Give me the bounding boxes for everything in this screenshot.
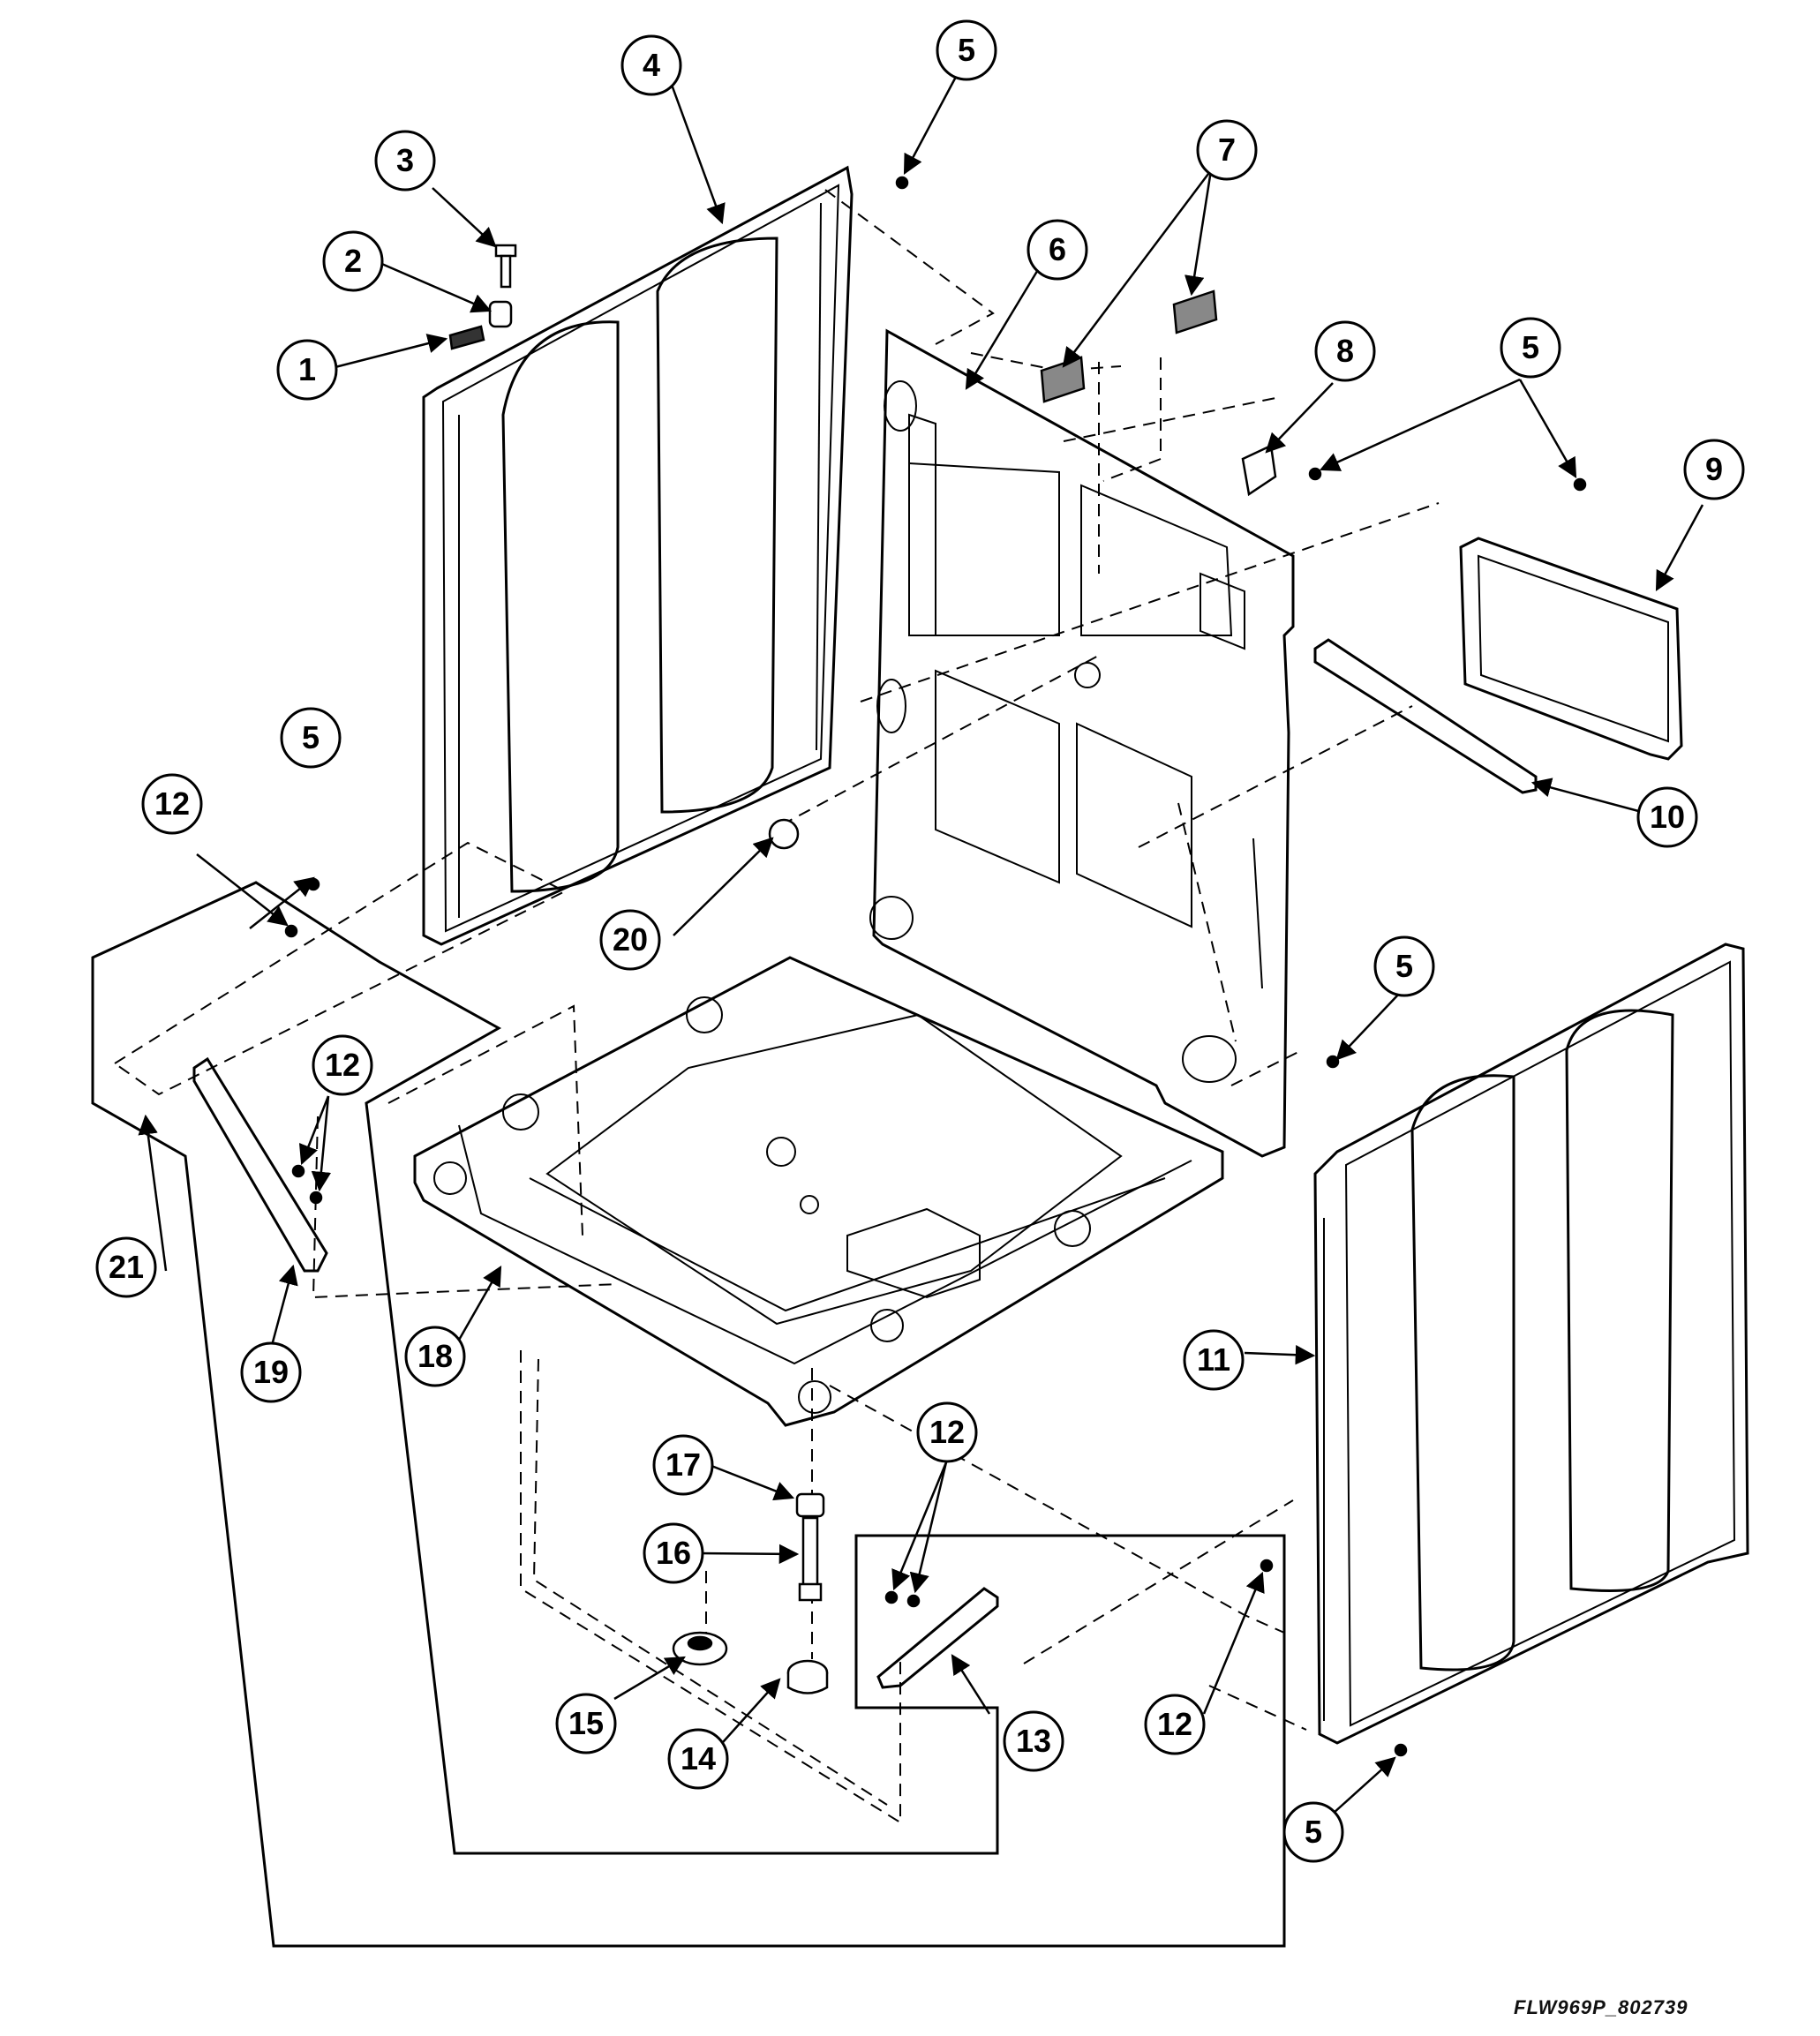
callout-circle [643,1522,704,1584]
callout-c5b: 5 [1500,317,1561,379]
callout-c6: 6 [1027,219,1088,281]
callout-number: 14 [681,1740,716,1777]
callout-number: 8 [1336,333,1354,369]
callout-c14: 14 [667,1728,729,1790]
callout-circle [374,130,436,192]
callout-number: 18 [417,1338,453,1374]
callout-c5a: 5 [936,19,997,81]
callout-circle [599,909,661,971]
callout-c20: 20 [599,909,661,971]
callout-number: 12 [929,1414,965,1450]
callout-number: 12 [1157,1706,1192,1742]
callout-number: 9 [1705,451,1723,487]
callout-circle [1183,1329,1245,1391]
callout-c13: 13 [1003,1710,1064,1772]
callout-c12b: 12 [312,1034,373,1096]
callout-c16: 16 [643,1522,704,1584]
bracket-part-13 [876,1587,999,1689]
callout-circle [1196,119,1258,181]
callout-circle [916,1401,978,1463]
callout-circle [1314,320,1376,382]
callout-number: 10 [1650,799,1685,835]
callout-c9: 9 [1683,439,1745,500]
callout-circle [312,1034,373,1096]
strip-part-10 [1313,638,1538,794]
callout-circle [141,773,203,835]
alignment-dashed-lines [113,189,1440,1824]
callout-c5c: 5 [280,707,342,769]
bracket-part-19 [192,1056,328,1273]
callout-c12a: 12 [141,773,203,835]
callout-number: 4 [643,47,660,83]
callout-number: 5 [302,719,320,755]
callout-circle [95,1236,157,1298]
callout-circle [620,34,682,96]
callout-c7: 7 [1196,119,1258,181]
callout-circle [1027,219,1088,281]
access-panel-part-9 [1459,537,1683,761]
callout-number: 2 [344,243,362,279]
callout-circle [1636,786,1698,848]
callout-number: 15 [568,1705,604,1741]
callout-circle [240,1341,302,1403]
callout-c17: 17 [652,1434,714,1496]
callout-circle [276,339,338,401]
drawing-id: FLW969P_802739 [1514,1996,1688,2018]
callout-number: 12 [154,785,190,822]
callout-c8: 8 [1314,320,1376,382]
callout-circle [1144,1694,1206,1755]
callout-number: 13 [1016,1723,1051,1759]
callout-c1: 1 [276,339,338,401]
rear-panel-part-6 [869,328,1295,1158]
callout-c3: 3 [374,130,436,192]
small-hardware-parts [284,176,1587,1757]
callout-c2: 2 [322,230,384,292]
callout-circle [936,19,997,81]
callout-circle [1282,1801,1344,1863]
callout-number: 7 [1218,131,1236,168]
callout-circle [652,1434,714,1496]
callout-number: 11 [1197,1341,1230,1378]
callout-number: 3 [396,142,414,178]
callout-number: 5 [958,32,975,68]
callout-c11: 11 [1183,1329,1245,1391]
callout-circle [1003,1710,1064,1772]
leader-arrows [138,76,1704,1814]
callout-number: 17 [666,1446,701,1483]
callout-c19: 19 [240,1341,302,1403]
callout-number: 5 [1395,948,1413,984]
callout-c12d: 12 [1144,1694,1206,1755]
side-panel-part-11 [1313,943,1749,1745]
callout-circle [555,1693,617,1754]
callout-circle [1373,935,1435,997]
side-panel-part-4 [422,165,854,946]
callout-c21: 21 [95,1236,157,1298]
callout-number: 19 [253,1354,289,1390]
callout-circle [404,1326,466,1387]
callout-number: 16 [656,1535,691,1571]
callout-circle [1683,439,1745,500]
callout-c15: 15 [555,1693,617,1754]
callout-c4: 4 [620,34,682,96]
callout-number: 5 [1522,329,1539,365]
callout-c12c: 12 [916,1401,978,1463]
callout-circle [1500,317,1561,379]
callout-c5d: 5 [1373,935,1435,997]
callout-c18: 18 [404,1326,466,1387]
callout-circle [280,707,342,769]
callout-number: 20 [613,921,648,958]
callout-circle [322,230,384,292]
callout-c5e: 5 [1282,1801,1344,1863]
callout-c10: 10 [1636,786,1698,848]
base-frame-part-18 [413,956,1224,1427]
callout-circle [667,1728,729,1790]
callout-number: 1 [298,351,316,387]
callout-number: 6 [1049,231,1066,267]
callout-number: 12 [325,1047,360,1083]
callout-number: 21 [109,1249,144,1285]
callout-number: 5 [1305,1814,1322,1850]
